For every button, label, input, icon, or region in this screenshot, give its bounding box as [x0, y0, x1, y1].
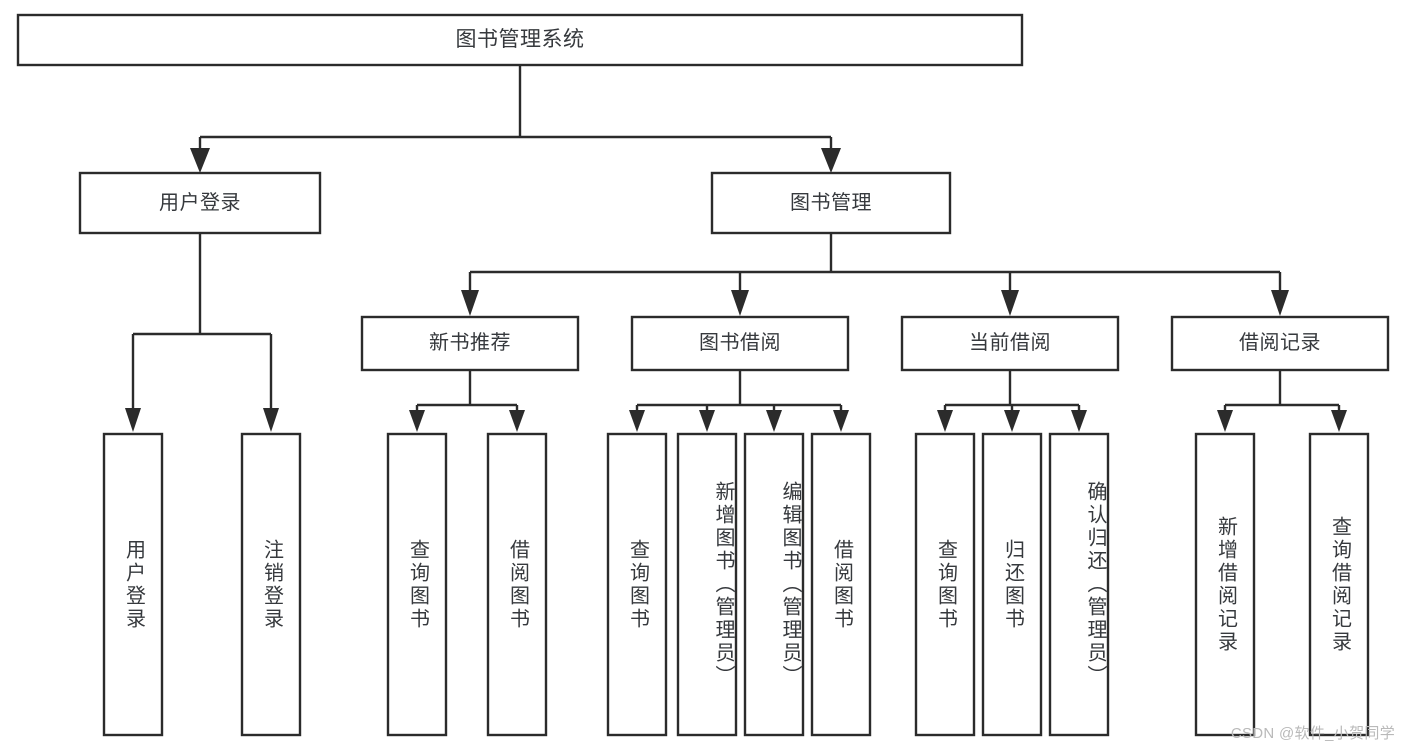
arrow-head-leaf-add-borrow-record	[1217, 410, 1233, 432]
arrow-head-leaf-query-book-recommend	[409, 410, 425, 432]
connector-group-book-borrow	[629, 370, 849, 432]
arrow-head-new-book-recommend	[461, 290, 479, 316]
node-box-leaf-edit-book-admin[interactable]	[743, 432, 805, 737]
node-box-leaf-query-borrow-record[interactable]	[1308, 432, 1370, 737]
node-box-leaf-add-borrow-record[interactable]	[1194, 432, 1256, 737]
node-box-leaf-query-book-current[interactable]	[914, 432, 976, 737]
node-box-current-borrow[interactable]	[900, 315, 1120, 372]
arrow-head-leaf-logout-login	[263, 408, 279, 432]
connector-group-book-management	[461, 233, 1289, 316]
node-box-user-login[interactable]	[78, 171, 322, 235]
arrow-head-book-management	[821, 148, 841, 173]
node-box-leaf-return-book[interactable]	[981, 432, 1043, 737]
node-box-leaf-query-book-recommend[interactable]	[386, 432, 448, 737]
csdn-watermark: CSDN @软件_小贺同学	[1230, 725, 1395, 742]
node-box-leaf-confirm-return-admin[interactable]	[1048, 432, 1110, 737]
arrow-head-leaf-borrow-book	[833, 410, 849, 432]
arrow-head-leaf-edit-book-admin	[766, 410, 782, 432]
node-box-leaf-add-book-admin[interactable]	[676, 432, 738, 737]
node-box-leaf-user-login[interactable]	[102, 432, 164, 737]
node-box-leaf-borrow-book-recommend[interactable]	[486, 432, 548, 737]
arrow-head-leaf-add-book-admin	[699, 410, 715, 432]
arrow-head-leaf-borrow-book-recommend	[509, 410, 525, 432]
arrow-head-current-borrow	[1001, 290, 1019, 316]
node-box-leaf-borrow-book[interactable]	[810, 432, 872, 737]
node-box-root[interactable]	[16, 13, 1024, 67]
connector-group-new-book-recommend	[409, 370, 525, 432]
arrow-head-borrow-record	[1271, 290, 1289, 316]
arrow-head-leaf-return-book	[1004, 410, 1020, 432]
arrow-head-user-login	[190, 148, 210, 173]
arrow-head-leaf-user-login	[125, 408, 141, 432]
arrow-head-leaf-query-book-current	[937, 410, 953, 432]
node-box-leaf-logout-login[interactable]	[240, 432, 302, 737]
node-box-book-borrow[interactable]	[630, 315, 850, 372]
arrow-head-leaf-confirm-return-admin	[1071, 410, 1087, 432]
connector-group-borrow-record	[1217, 370, 1347, 432]
node-box-borrow-record[interactable]	[1170, 315, 1390, 372]
node-box-leaf-query-book-borrow[interactable]	[606, 432, 668, 737]
connector-group-root	[190, 65, 841, 173]
arrow-head-leaf-query-book-borrow	[629, 410, 645, 432]
arrow-head-book-borrow	[731, 290, 749, 316]
connector-group-user-login	[125, 233, 279, 432]
node-box-new-book-recommend[interactable]	[360, 315, 580, 372]
arrow-head-leaf-query-borrow-record	[1331, 410, 1347, 432]
node-box-book-management[interactable]	[710, 171, 952, 235]
connector-group-current-borrow	[937, 370, 1087, 432]
